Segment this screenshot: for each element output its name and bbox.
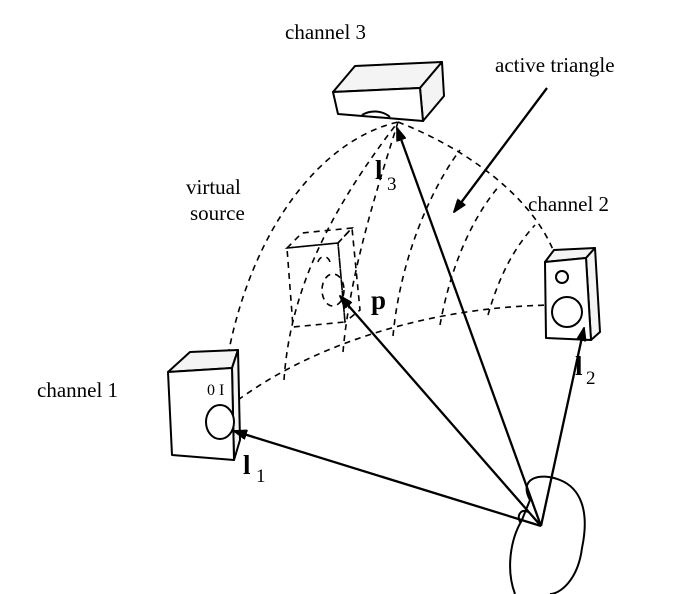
- arc-ch1-to-ch3: [227, 121, 399, 356]
- speaker-1-marking: 0 I: [207, 382, 224, 399]
- vector-l3-label: l: [375, 155, 383, 185]
- arc-inner-2: [342, 121, 399, 353]
- vector-l1-subscript: 1: [256, 466, 266, 487]
- virtual-source-label-line2: source: [190, 201, 245, 225]
- speaker-channel-2-icon: [544, 247, 601, 341]
- vectors: [234, 87, 584, 528]
- virtual-speaker-icon: [284, 226, 361, 328]
- arc-inner-1: [283, 121, 399, 381]
- speaker-channel-3-icon: [332, 61, 445, 122]
- vector-l1-label: l: [243, 450, 251, 480]
- vector-p-arrow: [340, 296, 542, 527]
- vector-l3-arrow: [395, 128, 543, 527]
- vector-l1-arrow: [234, 431, 542, 528]
- arc-ch3-to-ch2: [397, 121, 556, 256]
- arc-inner-4: [439, 184, 501, 326]
- channel-1-label: channel 1: [37, 378, 118, 402]
- active-triangle-label: active triangle: [495, 53, 615, 77]
- channel-2-label: channel 2: [528, 192, 609, 216]
- vector-p-label: p: [371, 285, 386, 315]
- arc-inner-5: [487, 224, 536, 316]
- active-triangle-pointer: [454, 87, 548, 212]
- vector-l2-subscript: 2: [586, 368, 596, 389]
- vector-l3-subscript: 3: [387, 174, 397, 195]
- vector-l2-arrow: [539, 328, 584, 527]
- vector-l2-label: l: [575, 351, 583, 381]
- channel-3-label: channel 3: [285, 20, 366, 44]
- virtual-source-label-line1: virtual: [186, 175, 241, 199]
- speaker-channel-1-icon: 0 I: [167, 349, 241, 461]
- arc-inner-3: [392, 149, 461, 337]
- dashed-arcs: [227, 121, 561, 401]
